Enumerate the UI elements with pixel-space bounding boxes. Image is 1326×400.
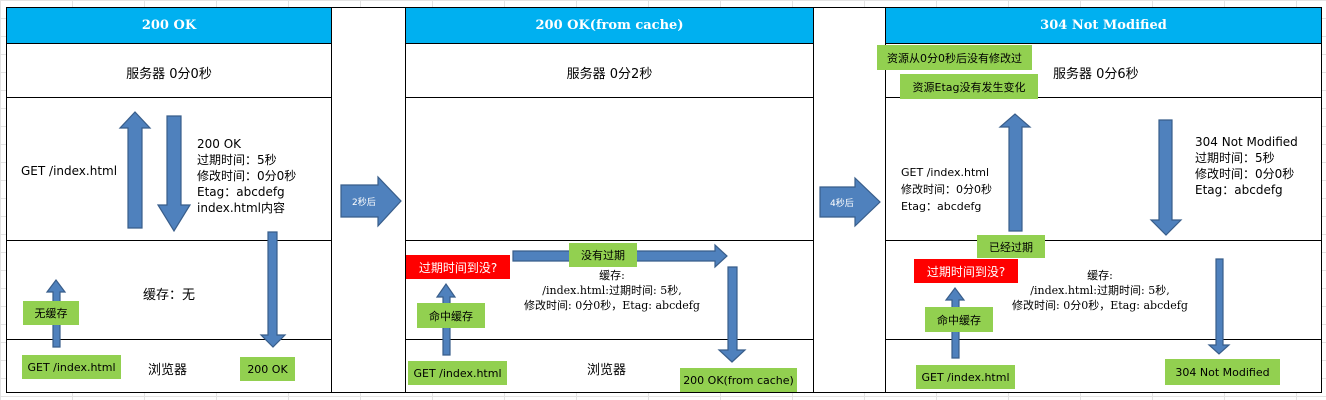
server-label: 服务器 0分0秒 xyxy=(126,67,212,82)
down-arrow-icon xyxy=(1149,119,1183,236)
response-note: 200 OK 过期时间：5秒 修改时间：0分0秒 Etag：abcdefg in… xyxy=(197,136,296,216)
expiry-question-label: 过期时间到没? xyxy=(406,255,510,279)
cache-label: 缓存：无 xyxy=(142,288,195,303)
cache-contents: 缓存: /index.html:过期时间: 5秒, 修改时间: 0分0秒，Eta… xyxy=(1000,268,1200,313)
divider xyxy=(886,97,1321,98)
right-arrow-icon xyxy=(340,175,402,228)
browser-request-label: GET /index.html xyxy=(916,365,1015,389)
cache-line: 缓存: xyxy=(1087,269,1113,282)
cache-line: /index.html:过期时间: 5秒, xyxy=(1030,284,1170,297)
divider xyxy=(7,97,331,98)
transition-label: 2秒后 xyxy=(352,198,376,208)
down-arrow-icon xyxy=(1207,258,1231,355)
response-line: 200 OK xyxy=(197,137,242,151)
response-line: Etag：abcdefg xyxy=(1195,183,1283,197)
etag-unchanged-note: 资源Etag没有发生变化 xyxy=(900,74,1038,99)
up-arrow-icon xyxy=(998,113,1032,232)
down-arrow-icon xyxy=(259,231,287,348)
response-line: 304 Not Modified xyxy=(1195,135,1298,149)
request-line: 修改时间：0分0秒 xyxy=(901,183,992,196)
response-line: index.html内容 xyxy=(197,201,285,215)
divider xyxy=(406,97,813,98)
divider xyxy=(406,240,813,241)
right-arrow-icon xyxy=(819,176,881,228)
cache-contents: 缓存: /index.html:过期时间: 5秒, 修改时间: 0分0秒，Eta… xyxy=(497,268,727,313)
not-expired-label: 没有过期 xyxy=(569,243,637,267)
up-arrow-icon xyxy=(118,111,152,229)
browser-result-label: 200 OK xyxy=(240,357,295,381)
down-arrow-icon xyxy=(717,266,747,363)
divider xyxy=(7,240,331,241)
cache-hit-label: 命中缓存 xyxy=(417,303,485,328)
panel-title: 200 OK xyxy=(7,8,331,44)
cache-line: 缓存: xyxy=(599,269,625,282)
request-note: GET /index.html xyxy=(21,164,118,178)
cache-hit-label: 命中缓存 xyxy=(925,307,993,332)
response-line: 过期时间：5秒 xyxy=(1195,151,1275,165)
server-label: 服务器 0分6秒 xyxy=(1053,67,1139,82)
response-note: 304 Not Modified 过期时间：5秒 修改时间：0分0秒 Etag：… xyxy=(1195,134,1298,198)
browser-label: 浏览器 xyxy=(148,363,188,378)
cache-line: 修改时间: 0分0秒，Etag: abcdefg xyxy=(1012,299,1188,312)
browser-request-label: GET /index.html xyxy=(408,361,507,385)
response-line: 过期时间：5秒 xyxy=(197,153,277,167)
expiry-question-label: 过期时间到没? xyxy=(914,259,1018,283)
browser-result-label: 304 Not Modified xyxy=(1165,359,1280,385)
not-modified-note: 资源从0分0秒后没有修改过 xyxy=(877,45,1032,70)
cache-line: /index.html:过期时间: 5秒, xyxy=(542,284,682,297)
response-line: Etag：abcdefg xyxy=(197,185,285,199)
panel-title: 200 OK(from cache) xyxy=(406,8,813,44)
divider xyxy=(886,339,1321,340)
expired-label: 已经过期 xyxy=(977,235,1045,258)
request-line: Etag：abcdefg xyxy=(901,200,982,213)
divider xyxy=(886,240,1321,241)
divider xyxy=(7,339,331,340)
panel-title: 304 Not Modified xyxy=(886,8,1321,44)
transition-label: 4秒后 xyxy=(830,199,854,209)
no-cache-label: 无缓存 xyxy=(23,301,79,325)
divider xyxy=(406,339,813,340)
request-line: GET /index.html xyxy=(901,166,990,179)
server-label: 服务器 0分2秒 xyxy=(566,67,653,82)
browser-result-label: 200 OK(from cache) xyxy=(680,368,797,392)
down-arrow-icon xyxy=(156,115,192,233)
response-line: 修改时间：0分0秒 xyxy=(197,169,297,183)
panel-200-from-cache: 200 OK(from cache) 服务器 0分2秒 浏览器 xyxy=(405,7,814,393)
request-note: GET /index.html 修改时间：0分0秒 Etag：abcdefg xyxy=(901,164,992,215)
response-line: 修改时间：0分0秒 xyxy=(1195,167,1295,181)
browser-label: 浏览器 xyxy=(587,363,627,378)
browser-request-label: GET /index.html xyxy=(22,355,121,379)
cache-line: 修改时间: 0分0秒，Etag: abcdefg xyxy=(524,299,700,312)
